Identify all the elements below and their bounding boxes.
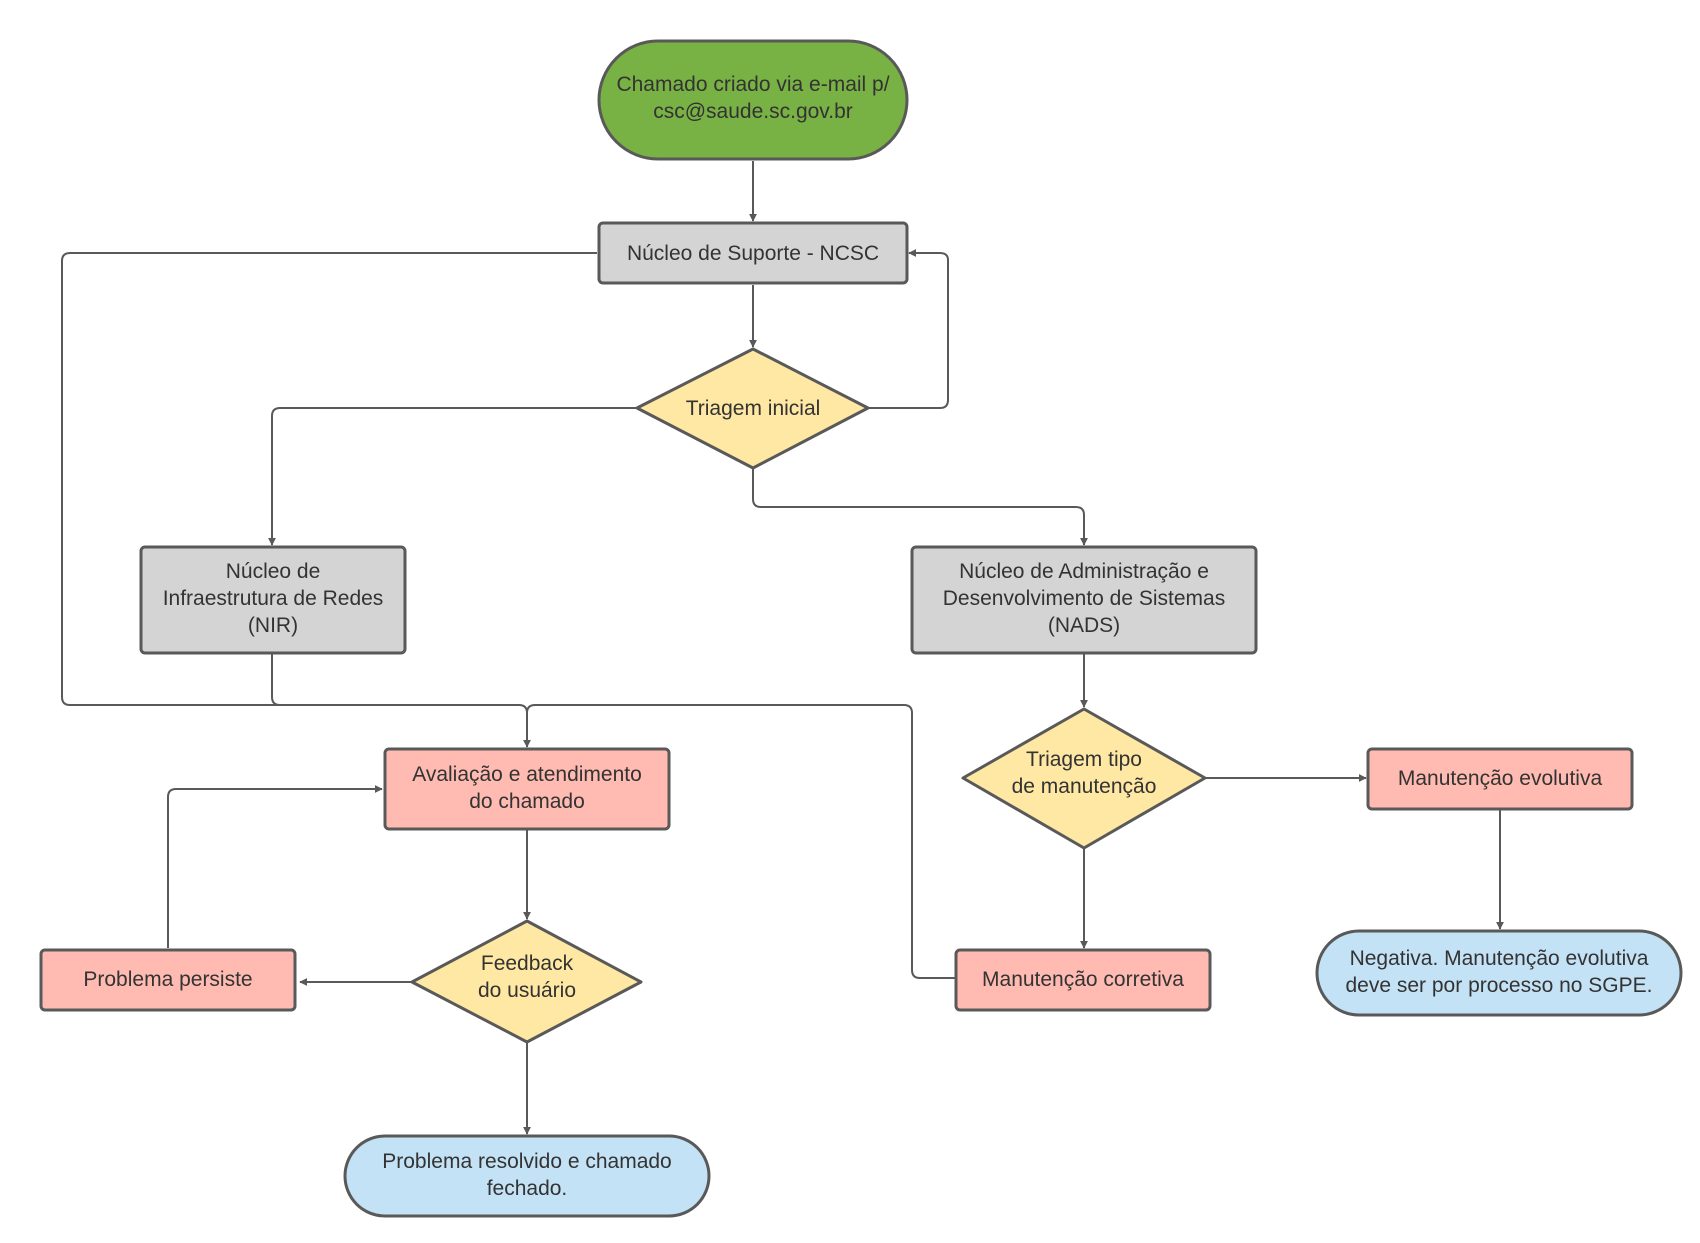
node-triagem-tipo-text-2: de manutenção <box>1012 775 1157 798</box>
node-nir-text-1: Núcleo de <box>226 560 321 583</box>
node-evolutiva-text: Manutenção evolutiva <box>1398 767 1603 790</box>
node-start-text-1: Chamado criado via e-mail p/ <box>616 73 889 96</box>
node-triagem-inicial-text: Triagem inicial <box>686 397 821 420</box>
node-corretiva: Manutenção corretiva <box>954 948 1212 1012</box>
node-start: Chamado criado via e-mail p/ csc@saude.s… <box>597 39 909 161</box>
node-avaliacao-text-2: do chamado <box>469 790 585 813</box>
node-triagem-tipo-text-1: Triagem tipo <box>1026 748 1142 771</box>
node-nir-text-3: (NIR) <box>248 614 298 637</box>
node-negativa-text-2: deve ser por processo no SGPE. <box>1346 974 1653 997</box>
node-resolvido-text-2: fechado. <box>487 1177 568 1200</box>
node-nads-text-2: Desenvolvimento de Sistemas <box>943 587 1225 610</box>
node-feedback-text-2: do usuário <box>478 979 576 1002</box>
node-problema-persiste-text: Problema persiste <box>83 968 252 991</box>
node-evolutiva: Manutenção evolutiva <box>1366 747 1634 811</box>
node-triagem-tipo: Triagem tipo de manutenção <box>961 707 1207 850</box>
node-resolvido-text-1: Problema resolvido e chamado <box>382 1150 672 1173</box>
connectors <box>61 161 1504 1135</box>
node-start-text-2: csc@saude.sc.gov.br <box>653 100 853 123</box>
edge-ncsc-to-avaliacao <box>61 252 597 748</box>
node-avaliacao-text-1: Avaliação e atendimento <box>412 763 642 786</box>
node-avaliacao: Avaliação e atendimento do chamado <box>383 747 671 831</box>
edge-triagem-to-nads <box>752 468 1088 546</box>
edge-corretiva-to-avaliacao <box>526 704 956 979</box>
node-resolvido: Problema resolvido e chamado fechado. <box>343 1134 711 1218</box>
node-triagem-inicial: Triagem inicial <box>635 347 870 470</box>
node-nads-text-3: (NADS) <box>1048 614 1120 637</box>
node-corretiva-text: Manutenção corretiva <box>982 968 1184 991</box>
node-negativa-text-1: Negativa. Manutenção evolutiva <box>1350 947 1649 970</box>
node-problema-persiste: Problema persiste <box>39 948 297 1012</box>
edge-triagem-loop-to-ncsc <box>868 249 949 409</box>
edge-persiste-to-avaliacao <box>167 785 383 948</box>
node-negativa: Negativa. Manutenção evolutiva deve ser … <box>1315 929 1683 1017</box>
edge-nir-to-avaliacao <box>271 652 281 706</box>
node-nads: Núcleo de Administração e Desenvolviment… <box>910 545 1258 655</box>
node-feedback: Feedback do usuário <box>410 919 643 1044</box>
node-nir: Núcleo de Infraestrutura de Redes (NIR) <box>139 545 407 655</box>
edge-triagem-to-nir <box>268 407 637 546</box>
node-nir-text-2: Infraestrutura de Redes <box>163 587 384 610</box>
node-nads-text-1: Núcleo de Administração e <box>959 560 1209 583</box>
node-feedback-text-1: Feedback <box>481 952 574 975</box>
node-ncsc-text: Núcleo de Suporte - NCSC <box>627 242 879 265</box>
node-ncsc: Núcleo de Suporte - NCSC <box>597 221 909 285</box>
